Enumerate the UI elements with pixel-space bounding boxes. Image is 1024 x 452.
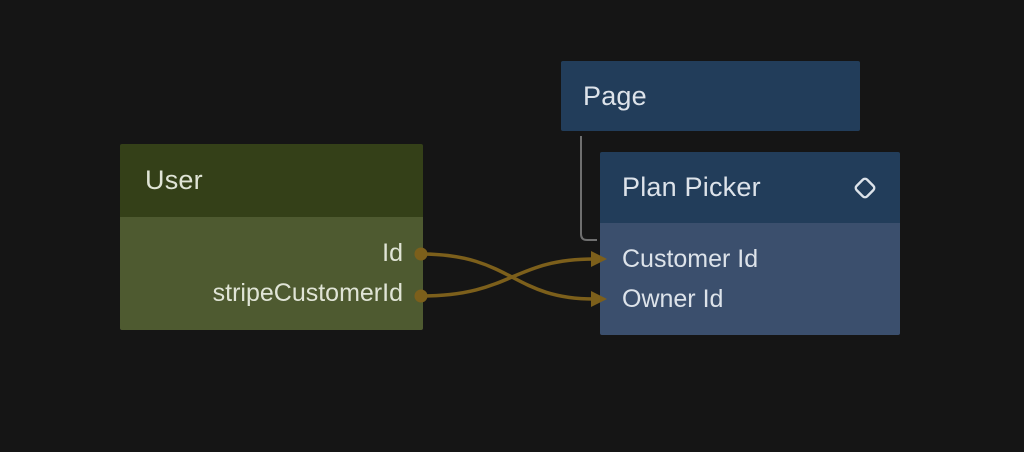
field-planpicker-ownerid[interactable]: Owner Id	[622, 279, 900, 319]
node-user-header[interactable]: User	[120, 144, 423, 217]
field-planpicker-customerid-label: Customer Id	[622, 244, 759, 273]
node-page-header[interactable]: Page	[561, 61, 860, 131]
node-plan-picker[interactable]: Plan Picker Customer Id Owner Id	[600, 152, 900, 335]
node-user[interactable]: User Id stripeCustomerId	[120, 144, 423, 330]
edge-id-to-ownerid[interactable]	[420, 252, 595, 301]
edge-page-to-planpicker[interactable]	[580, 136, 597, 241]
field-user-stripecustomerid-label: stripeCustomerId	[212, 279, 403, 307]
edge-stripecustomerid-to-customerid[interactable]	[420, 257, 595, 298]
node-page-title: Page	[583, 80, 647, 111]
node-user-title: User	[145, 165, 203, 195]
node-plan-picker-body: Customer Id Owner Id	[600, 223, 900, 335]
field-user-stripecustomerid[interactable]: stripeCustomerId	[120, 274, 403, 314]
node-user-body: Id stripeCustomerId	[120, 217, 423, 330]
field-user-id-label: Id	[382, 239, 403, 267]
field-planpicker-ownerid-label: Owner Id	[622, 284, 724, 313]
node-page[interactable]: Page	[561, 61, 860, 131]
node-plan-picker-title: Plan Picker	[622, 172, 761, 202]
diamond-icon[interactable]	[852, 175, 878, 201]
field-user-id[interactable]: Id	[120, 234, 403, 274]
field-planpicker-customerid[interactable]: Customer Id	[622, 239, 900, 279]
node-plan-picker-header[interactable]: Plan Picker	[600, 152, 900, 223]
